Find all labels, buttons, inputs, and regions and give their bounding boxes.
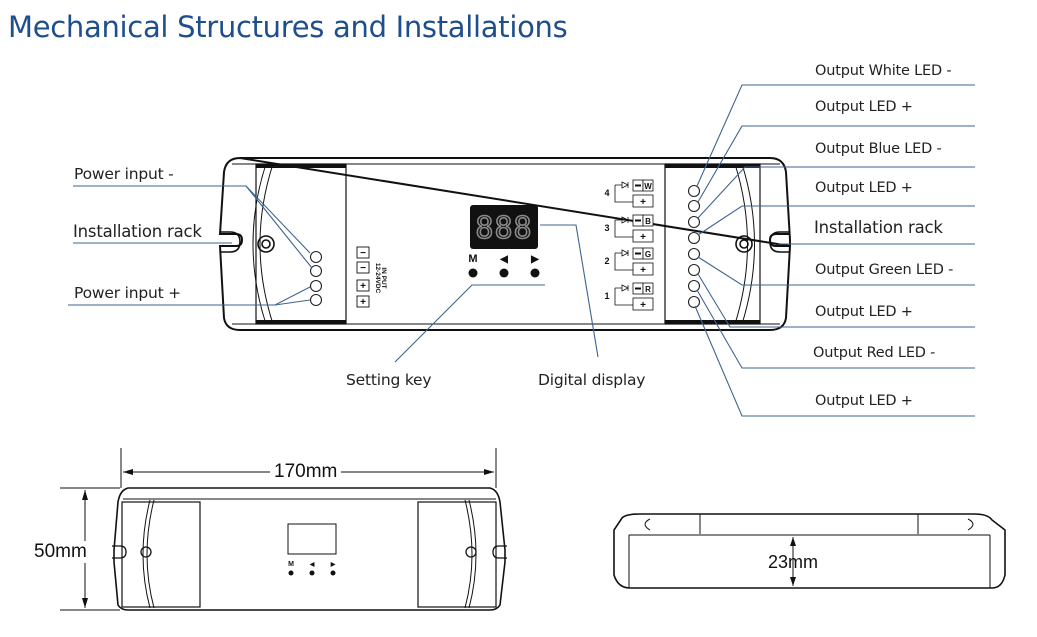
setting-keys: M ◀ ▶	[468, 253, 540, 278]
key-m-button[interactable]	[468, 268, 478, 278]
dimension-height: 23mm	[768, 552, 819, 572]
channel-color-code: W	[644, 182, 652, 191]
display-digits: 888	[475, 211, 532, 246]
led-symbol-icon	[621, 181, 629, 189]
channel-number: 2	[604, 256, 609, 266]
output-channel-3: 3 B +	[604, 214, 654, 243]
led-symbol-icon	[621, 216, 629, 224]
front-key-m: M	[288, 561, 294, 568]
led-symbol-icon	[621, 249, 629, 257]
channel-sign: +	[640, 232, 646, 243]
front-key-right: ▶	[330, 561, 336, 568]
leader-out-4	[697, 205, 975, 236]
front-key-left: ◀	[309, 561, 315, 568]
label-output-led-plus-2: Output LED +	[815, 180, 913, 196]
key-left-button[interactable]	[499, 268, 509, 278]
label-output-blue-led-minus: Output Blue LED -	[815, 141, 942, 157]
leader-out-8	[694, 305, 975, 417]
channel-number: 1	[604, 291, 609, 301]
input-label-line1: IN PUT	[380, 267, 387, 288]
digital-display: 888	[470, 205, 538, 249]
input-terminal-4: +	[360, 297, 366, 308]
key-left-label: ◀	[499, 254, 508, 265]
label-installation-rack-left: Installation rack	[73, 222, 202, 241]
input-terminal-3: +	[360, 281, 366, 292]
leader-digital-display	[540, 224, 599, 358]
leader-lines	[68, 84, 975, 417]
dimension-width: 50mm	[34, 541, 87, 563]
leader-out-2	[697, 125, 975, 203]
channel-color-code: R	[645, 285, 651, 294]
key-right-label: ▶	[530, 254, 540, 265]
leader-out-5	[697, 256, 975, 286]
input-label-line2: 12-24VDC	[374, 263, 381, 294]
front-view: M ◀ ▶	[60, 448, 507, 611]
leader-setting-key	[394, 284, 545, 363]
output-channel-1: 1 R +	[604, 282, 654, 311]
channel-sign: +	[640, 265, 646, 276]
output-channel-4: 4 W +	[604, 179, 654, 208]
label-output-white-led-minus: Output White LED -	[815, 63, 952, 79]
channel-number: 3	[604, 223, 609, 233]
input-terminal-block: − − + + IN PUT 12-24VDC	[356, 246, 387, 308]
leader-out-6	[697, 273, 975, 328]
label-output-red-led-minus: Output Red LED -	[813, 345, 936, 361]
leader-out-1	[696, 84, 975, 187]
output-channel-2: 2 G +	[604, 247, 654, 276]
output-holes	[687, 184, 701, 309]
channel-sign: +	[640, 197, 646, 208]
leader-out-3	[697, 166, 975, 219]
label-power-input-minus: Power input -	[74, 165, 174, 183]
label-output-led-plus-1: Output LED +	[815, 99, 913, 115]
key-m-label: M	[468, 253, 477, 265]
label-power-input-plus: Power input +	[74, 284, 181, 302]
side-view	[613, 513, 1006, 589]
channel-color-code: B	[645, 217, 651, 226]
channel-number: 4	[604, 188, 609, 198]
label-installation-rack-right: Installation rack	[814, 218, 943, 237]
channel-sign: +	[640, 300, 646, 311]
channel-color-code: G	[645, 250, 651, 259]
output-terminal-block: 4 W +3 B +2 G +1 R +	[604, 179, 654, 311]
label-output-green-led-minus: Output Green LED -	[815, 262, 954, 278]
label-setting-key: Setting key	[346, 371, 432, 389]
leader-out-7	[696, 289, 975, 369]
label-digital-display: Digital display	[538, 371, 646, 389]
device-top-view: − − + + IN PUT 12-24VDC 888 M ◀ ▶ 4 W +3 B +…	[218, 156, 792, 331]
page-title: Mechanical Structures and Installations	[8, 10, 568, 44]
input-terminal-1: −	[360, 248, 366, 259]
key-right-button[interactable]	[530, 268, 540, 278]
input-terminal-2: −	[360, 263, 366, 274]
led-symbol-icon	[621, 284, 629, 292]
label-output-led-plus-3: Output LED +	[815, 304, 913, 320]
power-input-holes	[309, 250, 323, 307]
dimension-length: 170mm	[270, 461, 342, 483]
label-output-led-plus-4: Output LED +	[815, 393, 913, 409]
